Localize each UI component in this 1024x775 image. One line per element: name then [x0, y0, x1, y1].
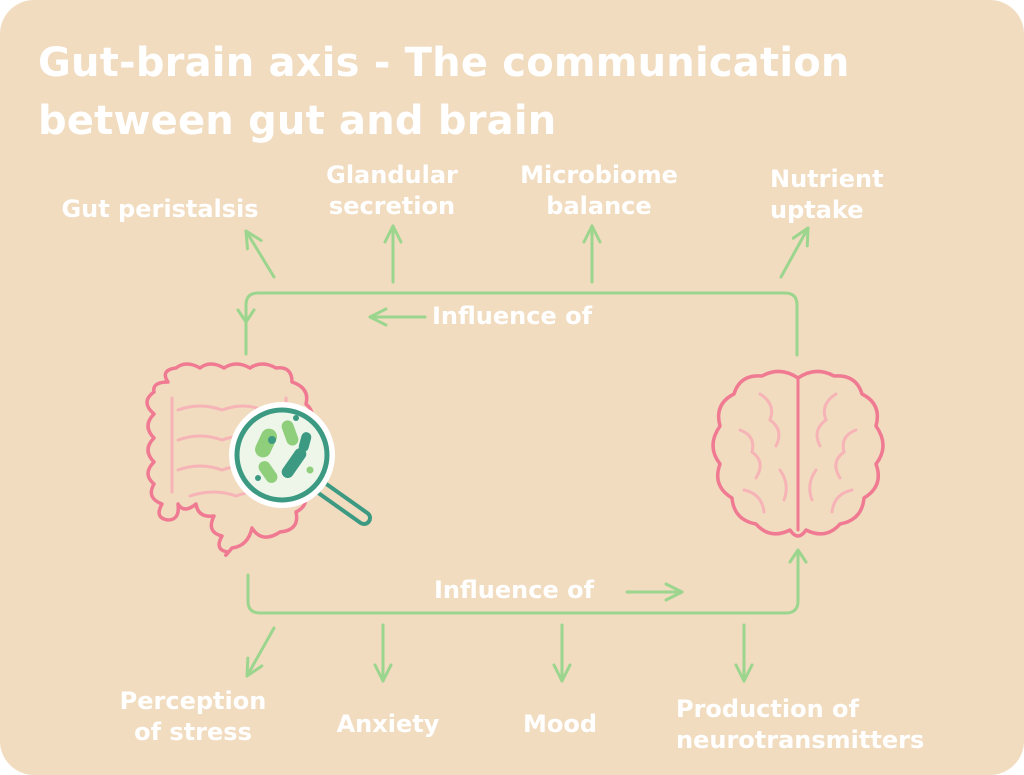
label-perception-of-stress: Perception of stress	[119, 687, 267, 746]
brain-icon	[711, 369, 885, 538]
arrow-nutrient-uptake	[779, 226, 810, 279]
arrow-gut-peristalsis	[244, 229, 276, 279]
magnifying-glass-bacteria-icon	[229, 402, 372, 526]
label-bottom-influence: Influence of	[434, 576, 595, 604]
label-gut-peristalsis: Gut peristalsis	[61, 195, 259, 223]
label-production-of-neurotransmitters: Production of neurotransmitters	[676, 695, 925, 754]
label-microbiome-balance: Microbiome balance	[520, 161, 678, 220]
label-top-influence: Influence of	[432, 302, 593, 330]
title-line-2: between gut and brain	[38, 98, 557, 144]
label-nutrient-uptake: Nutrient uptake	[770, 165, 884, 224]
label-glandular-secretion: Glandular secretion	[326, 161, 458, 220]
bottom-flow-line	[246, 548, 808, 615]
top-flow-line	[236, 291, 799, 357]
page-title: Gut-brain axis - The communication betwe…	[38, 34, 938, 150]
arrow-perception-of-stress	[245, 626, 276, 678]
label-anxiety: Anxiety	[336, 710, 440, 738]
label-mood: Mood	[522, 710, 598, 738]
title-line-1: Gut-brain axis - The communication	[38, 40, 850, 86]
